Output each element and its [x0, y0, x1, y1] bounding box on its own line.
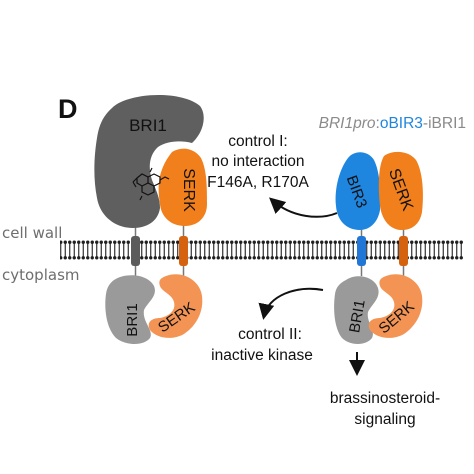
signaling-line1: brassinosteroid- [330, 390, 440, 407]
signaling-output: brassinosteroid- signaling [330, 352, 440, 428]
serk-kinase-domain-right [368, 274, 423, 338]
brassinosteroid-ligand [132, 167, 170, 201]
bri1-ectodomain [94, 94, 204, 228]
left-complex: BRI1 SERK BRI1 SERK [94, 94, 207, 344]
construct-intracellular: iBRI1 [428, 115, 466, 132]
cell-wall-label: cell wall [2, 224, 62, 242]
bri1-ecto-label: BRI1 [129, 116, 167, 135]
bri1-transmembrane [131, 236, 140, 266]
construct-dash: - [423, 115, 428, 132]
signaling-line2: signaling [354, 411, 415, 428]
serk-ecto-label: SERK [180, 168, 197, 212]
bri1-kinase-label: BRI1 [124, 303, 141, 336]
bri1-kinase-label-right: BRI1 [346, 298, 369, 334]
bri1-kinase-domain-right [334, 276, 379, 344]
serk-transmembrane [179, 236, 188, 266]
panel-letter: D [58, 94, 78, 124]
construct-ecto: oBIR3 [380, 115, 423, 132]
bir3-transmembrane [357, 236, 366, 266]
serk-transmembrane-right [399, 236, 408, 266]
construct-promoter: BRI1pro [319, 115, 376, 132]
control-2: control II: inactive kinase [211, 287, 324, 364]
control-1: control I: no interaction F146A, R170A [207, 133, 338, 218]
serk-kinase-domain [148, 274, 203, 338]
bir3-ectodomain [335, 152, 381, 230]
serk-ectodomain-right [378, 151, 423, 230]
control-1-line3: F146A, R170A [207, 174, 309, 191]
control-1-line1: control I: [228, 133, 287, 150]
right-complex: BIR3 SERK BRI1 SERK [334, 151, 423, 344]
cytoplasm-label: cytoplasm [2, 266, 80, 284]
control-2-line2: inactive kinase [211, 347, 313, 364]
control-2-arrow [258, 287, 324, 320]
construct-separator: : [376, 115, 380, 132]
control-1-arrow [269, 197, 338, 218]
control-1-line2: no interaction [211, 153, 304, 170]
construct-label: BRI1pro:oBIR3-iBRI1 [319, 115, 466, 132]
control-2-line1: control II: [238, 326, 302, 343]
bri1-kinase-domain [105, 275, 155, 344]
serk-ectodomain [158, 148, 207, 226]
